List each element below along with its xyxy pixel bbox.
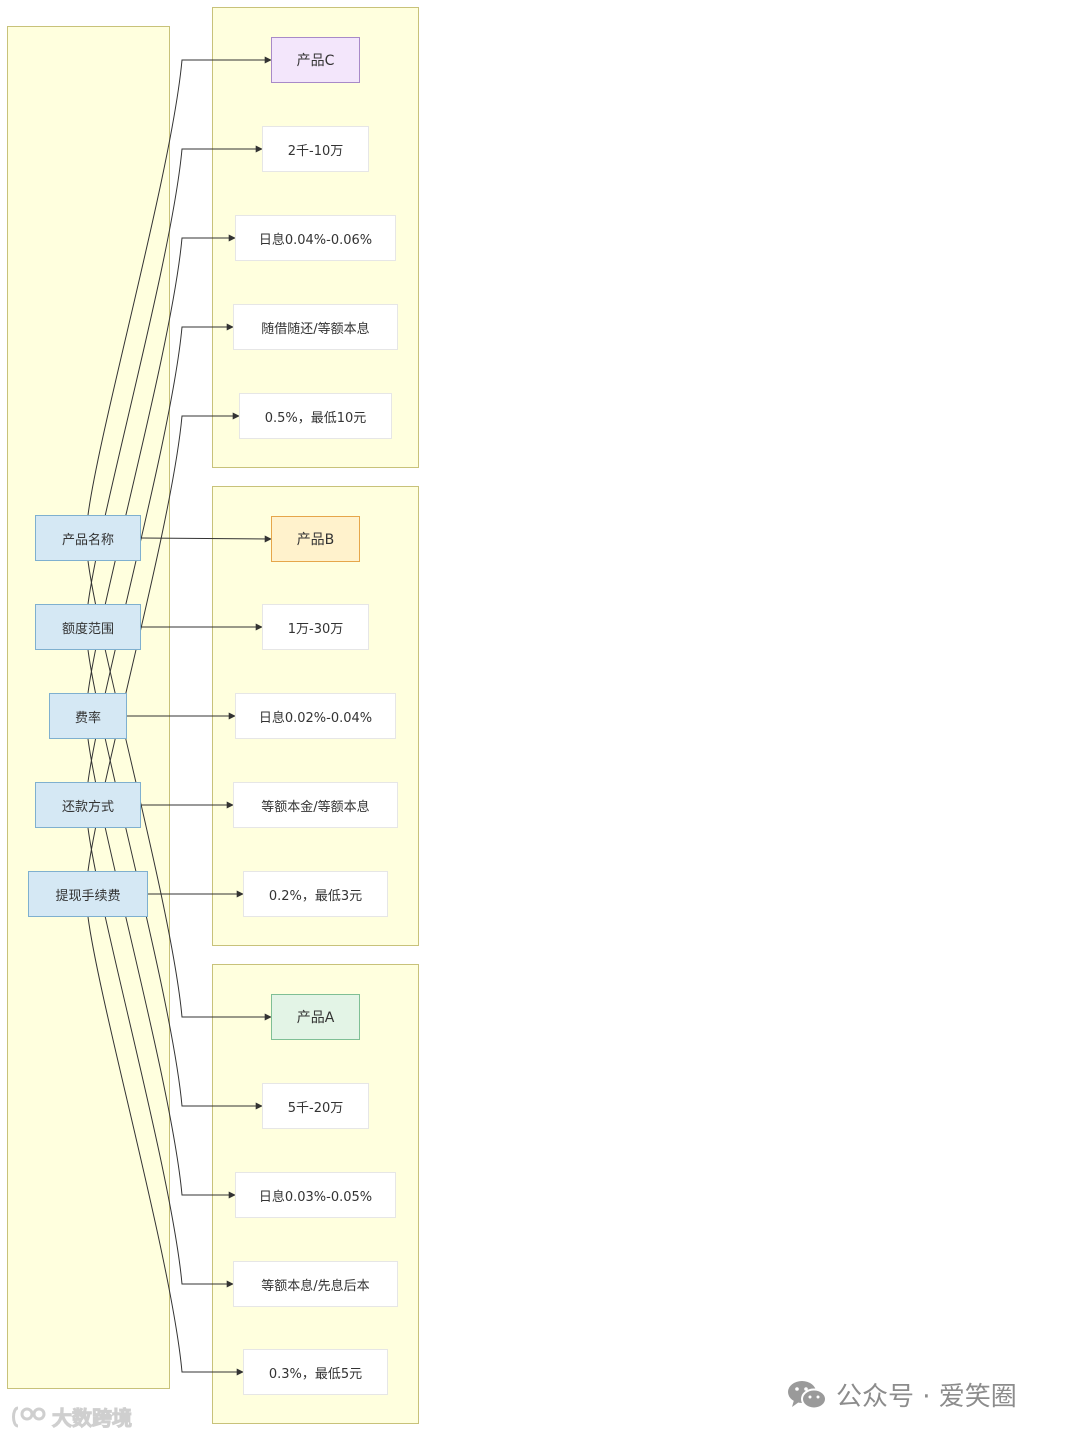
field-withdraw-fee: 提现手续费 xyxy=(28,871,148,917)
field-credit-range: 额度范围 xyxy=(35,604,141,650)
watermark-right-text: 公众号 · 爱笑圈 xyxy=(836,1382,1017,1412)
product-c-repayment: 随借随还/等额本息 xyxy=(233,304,398,350)
product-c-range: 2千-10万 xyxy=(262,126,369,172)
product-a-repayment: 等额本息/先息后本 xyxy=(233,1261,398,1307)
wechat-icon xyxy=(788,1380,827,1409)
product-b-fee: 0.2%，最低3元 xyxy=(243,871,388,917)
product-b-rate: 日息0.02%-0.04% xyxy=(235,693,396,739)
field-repayment: 还款方式 xyxy=(35,782,141,828)
product-c-name: 产品C xyxy=(271,37,360,83)
product-b-name: 产品B xyxy=(271,516,360,562)
product-a-name: 产品A xyxy=(271,994,360,1040)
field-rate: 费率 xyxy=(49,693,127,739)
product-c-fee: 0.5%，最低10元 xyxy=(239,393,392,439)
product-a-range: 5千-20万 xyxy=(262,1083,369,1129)
product-b-range: 1万-30万 xyxy=(262,604,369,650)
field-product-name: 产品名称 xyxy=(35,515,141,561)
watermark-left-text: 大数跨境 xyxy=(52,1406,133,1431)
product-c-rate: 日息0.04%-0.06% xyxy=(235,215,396,261)
product-a-rate: 日息0.03%-0.05% xyxy=(235,1172,396,1218)
watermark-left: 大数跨境 xyxy=(10,1402,133,1431)
watermark-right: 公众号 · 爱笑圈 xyxy=(786,1376,1017,1413)
ring-logo-icon xyxy=(12,1406,46,1427)
product-a-fee: 0.3%，最低5元 xyxy=(243,1349,388,1395)
product-b-repayment: 等额本金/等额本息 xyxy=(233,782,398,828)
